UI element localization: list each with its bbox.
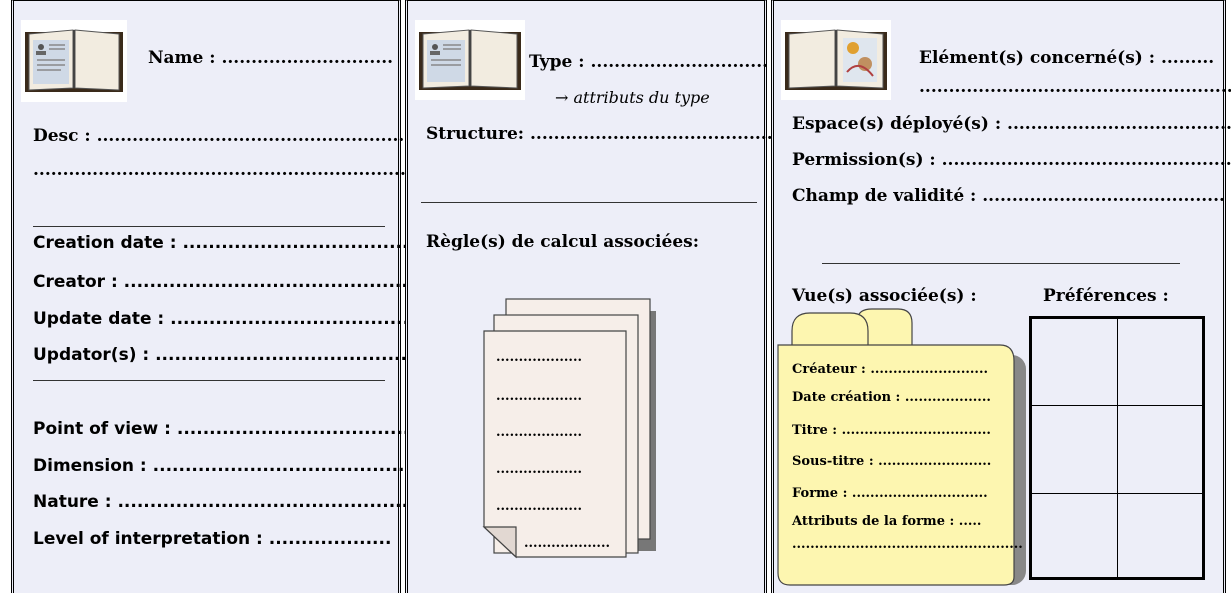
creation-date-field: Creation date : ........................… [33,233,422,253]
forme-field: Forme : .............................. [792,486,988,501]
champ-de-validite-field: Champ de validité : ....................… [792,186,1225,206]
updators-field: Updator(s) : ...........................… [33,345,427,365]
nature-field: Nature : ...............................… [33,492,422,512]
type-attributes-note: → attributs du type [555,88,710,107]
doc-line: ................... [496,462,582,477]
dimension-field: Dimension : ............................… [33,456,424,476]
desc-continuation: ........................................… [33,160,430,180]
espaces-deployes-field: Espace(s) déployé(s) : .................… [792,114,1231,134]
divider [33,380,385,381]
doc-line: ................... [496,425,582,440]
doc-line: ................... [524,536,610,551]
elements-concernes-field: Elément(s) concerné(s) : ......... [919,48,1215,68]
update-date-field: Update date : ..........................… [33,309,429,329]
point-of-view-field: Point of view : ........................… [33,419,423,439]
date-creation-field: Date création : ................... [792,390,991,405]
titre-field: Titre : ................................… [792,423,991,438]
grid-divider [1032,405,1202,406]
grid-divider [1117,319,1118,577]
regles-label: Règle(s) de calcul associées: [426,232,699,252]
sous-titre-field: Sous-titre : ......................... [792,454,992,469]
book-icon [21,20,127,102]
grid-divider [1032,493,1202,494]
doc-line: ................... [496,350,582,365]
structure-field: Structure: .............................… [426,124,773,144]
permissions-field: Permission(s) : ........................… [792,150,1231,170]
type-field: Type : .............................. [529,52,769,72]
createur-field: Créateur : .......................... [792,362,988,377]
doc-line: ................... [496,389,582,404]
attributs-forme-field: Attributs de la forme : ..... [792,514,982,529]
creator-field: Creator : ..............................… [33,272,428,292]
divider [421,202,757,203]
book-icon [415,20,525,100]
doc-line: ................... [496,499,582,514]
preferences-grid [1029,316,1205,580]
vues-associees-label: Vue(s) associée(s) : [792,286,977,306]
divider [822,263,1180,264]
name-field: Name : ............................. [148,48,394,68]
elements-continuation: ........................................… [919,77,1231,97]
level-of-interpretation-field: Level of interpretation : ..............… [33,529,392,549]
divider [33,226,385,227]
preferences-label: Préférences : [1043,286,1169,306]
attributs-continuation: ........................................… [792,537,1023,552]
desc-field: Desc : .................................… [33,126,411,146]
documents-stack-icon [482,298,656,559]
folder-icon [777,308,1026,586]
book-icon [781,20,891,100]
